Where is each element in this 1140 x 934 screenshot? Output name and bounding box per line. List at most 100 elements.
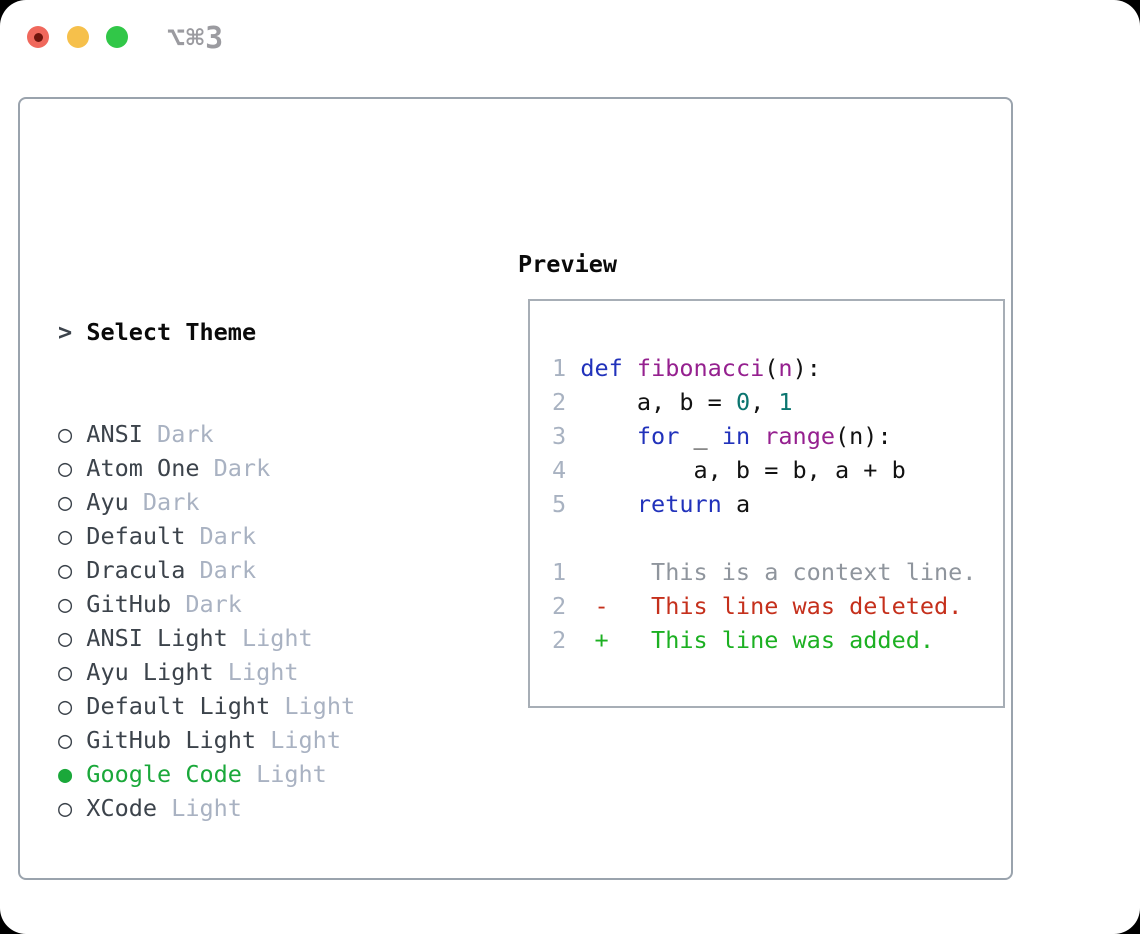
code-token-fn: range [764, 422, 836, 450]
theme-name: Dracula [72, 556, 200, 584]
radio-icon: ○ [58, 658, 73, 686]
code-token-plain [750, 422, 764, 450]
theme-name: Default [72, 522, 200, 550]
theme-name: GitHub Light [72, 726, 271, 754]
theme-tag: Dark [199, 522, 257, 550]
selected-radio-icon: ● [58, 760, 73, 788]
select-theme-header: > Select Theme [58, 315, 454, 349]
theme-option-ansi[interactable]: ○ ANSI Dark [58, 417, 454, 451]
code-token-plain [623, 354, 637, 382]
theme-tag: Light [241, 624, 313, 652]
title-bar: ⌥⌘3 [0, 0, 1140, 80]
code-token-add: + This line was added. [566, 626, 935, 654]
code-token-plain: , [750, 388, 779, 416]
code-token-plain: ): [792, 354, 821, 382]
theme-name: XCode [72, 794, 172, 822]
preview-code-line: 2 + This line was added. [552, 623, 976, 657]
select-theme-header-label: Select Theme [86, 318, 257, 346]
radio-icon: ○ [58, 488, 73, 516]
preview-code-line: 4 a, b = b, a + b [552, 453, 976, 487]
code-token-ln: 3 [552, 422, 567, 450]
theme-tag: Light [256, 760, 327, 788]
theme-tag: Light [171, 794, 242, 822]
code-token-fn: n [778, 354, 793, 382]
theme-option-xcode[interactable]: ○ XCode Light [58, 791, 454, 825]
preview-code-line: 2 - This line was deleted. [552, 589, 976, 623]
code-token-ln: 5 [552, 490, 567, 518]
radio-icon: ○ [58, 420, 73, 448]
radio-icon: ○ [58, 692, 73, 720]
code-token-kw: def [580, 354, 623, 382]
preview-code-line: 5 return a [552, 487, 976, 521]
code-token-plain: _ [679, 422, 722, 450]
theme-name: Atom One [72, 454, 214, 482]
code-token-kw: in [721, 422, 751, 450]
preview-header: Preview [518, 250, 618, 278]
code-token-ln: 1 [552, 558, 567, 586]
theme-name: ANSI Light [72, 624, 242, 652]
code-token-num: 1 [778, 388, 793, 416]
radio-icon: ○ [58, 624, 73, 652]
theme-option-ayu[interactable]: ○ Ayu Dark [58, 485, 454, 519]
theme-name: Ayu [72, 488, 143, 516]
theme-tag: Dark [157, 420, 214, 448]
code-token-num: 0 [735, 388, 751, 416]
window-title: ⌥⌘3 [167, 21, 225, 56]
theme-name: Ayu Light [72, 658, 228, 686]
code-token-kw: return [636, 490, 722, 518]
theme-option-default-light[interactable]: ○ Default Light Light [58, 689, 454, 723]
radio-icon: ○ [58, 794, 73, 822]
code-token-ln: 2 [552, 592, 567, 620]
radio-icon: ○ [58, 522, 73, 550]
radio-icon: ○ [58, 454, 73, 482]
preview-code-line: 3 for _ in range(n): [552, 419, 976, 453]
theme-option-dracula[interactable]: ○ Dracula Dark [58, 553, 454, 587]
theme-list-column: > Select Theme ○ ANSI Dark○ Atom One Dar… [58, 247, 454, 934]
theme-tag: Light [227, 658, 299, 686]
theme-tag: Dark [199, 556, 257, 584]
code-token-plain [566, 354, 580, 382]
code-token-plain: (n): [835, 422, 892, 450]
theme-option-default[interactable]: ○ Default Dark [58, 519, 454, 553]
theme-option-github-light[interactable]: ○ GitHub Light Light [58, 723, 454, 757]
theme-option-google-code[interactable]: ● Google Code Light [58, 757, 454, 791]
theme-name: ANSI [72, 420, 158, 448]
close-button[interactable] [27, 26, 49, 48]
code-token-ln: 2 [552, 388, 567, 416]
code-token-ln: 1 [552, 354, 567, 382]
code-token-ln: 2 [552, 626, 567, 654]
code-token-plain: a [721, 490, 751, 518]
code-token-plain: a, b = [566, 388, 736, 416]
code-token-ctx: This is a context line. [566, 558, 977, 586]
preview-code-line: 2 a, b = 0, 1 [552, 385, 976, 419]
minimize-button[interactable] [67, 26, 89, 48]
code-token-plain: a, b = b, a + b [566, 456, 906, 484]
code-token-del: - This line was deleted. [566, 592, 963, 620]
radio-icon: ○ [58, 590, 73, 618]
code-token-ln: 4 [552, 456, 567, 484]
theme-tag: Light [284, 692, 356, 720]
theme-name: Default Light [72, 692, 285, 720]
preview-code-line: 1 def fibonacci(n): [552, 351, 976, 385]
code-token-plain [566, 422, 637, 450]
theme-option-atom-one[interactable]: ○ Atom One Dark [58, 451, 454, 485]
code-token-kw: for [636, 422, 680, 450]
theme-picker-panel: > Select Theme ○ ANSI Dark○ Atom One Dar… [18, 97, 1013, 880]
theme-list: ○ ANSI Dark○ Atom One Dark○ Ayu Dark○ De… [58, 417, 454, 825]
theme-option-ansi-light[interactable]: ○ ANSI Light Light [58, 621, 454, 655]
radio-icon: ○ [58, 556, 73, 584]
code-token-plain: ( [764, 354, 779, 382]
theme-option-ayu-light[interactable]: ○ Ayu Light Light [58, 655, 454, 689]
radio-icon: ○ [58, 726, 73, 754]
focus-caret-icon: > [58, 318, 73, 346]
code-token-plain [566, 490, 637, 518]
theme-name: GitHub [72, 590, 186, 618]
theme-tag: Dark [142, 488, 200, 516]
theme-tag: Dark [185, 590, 242, 618]
zoom-button[interactable] [106, 26, 128, 48]
code-token-fn: fibonacci [636, 354, 765, 382]
theme-option-github[interactable]: ○ GitHub Dark [58, 587, 454, 621]
